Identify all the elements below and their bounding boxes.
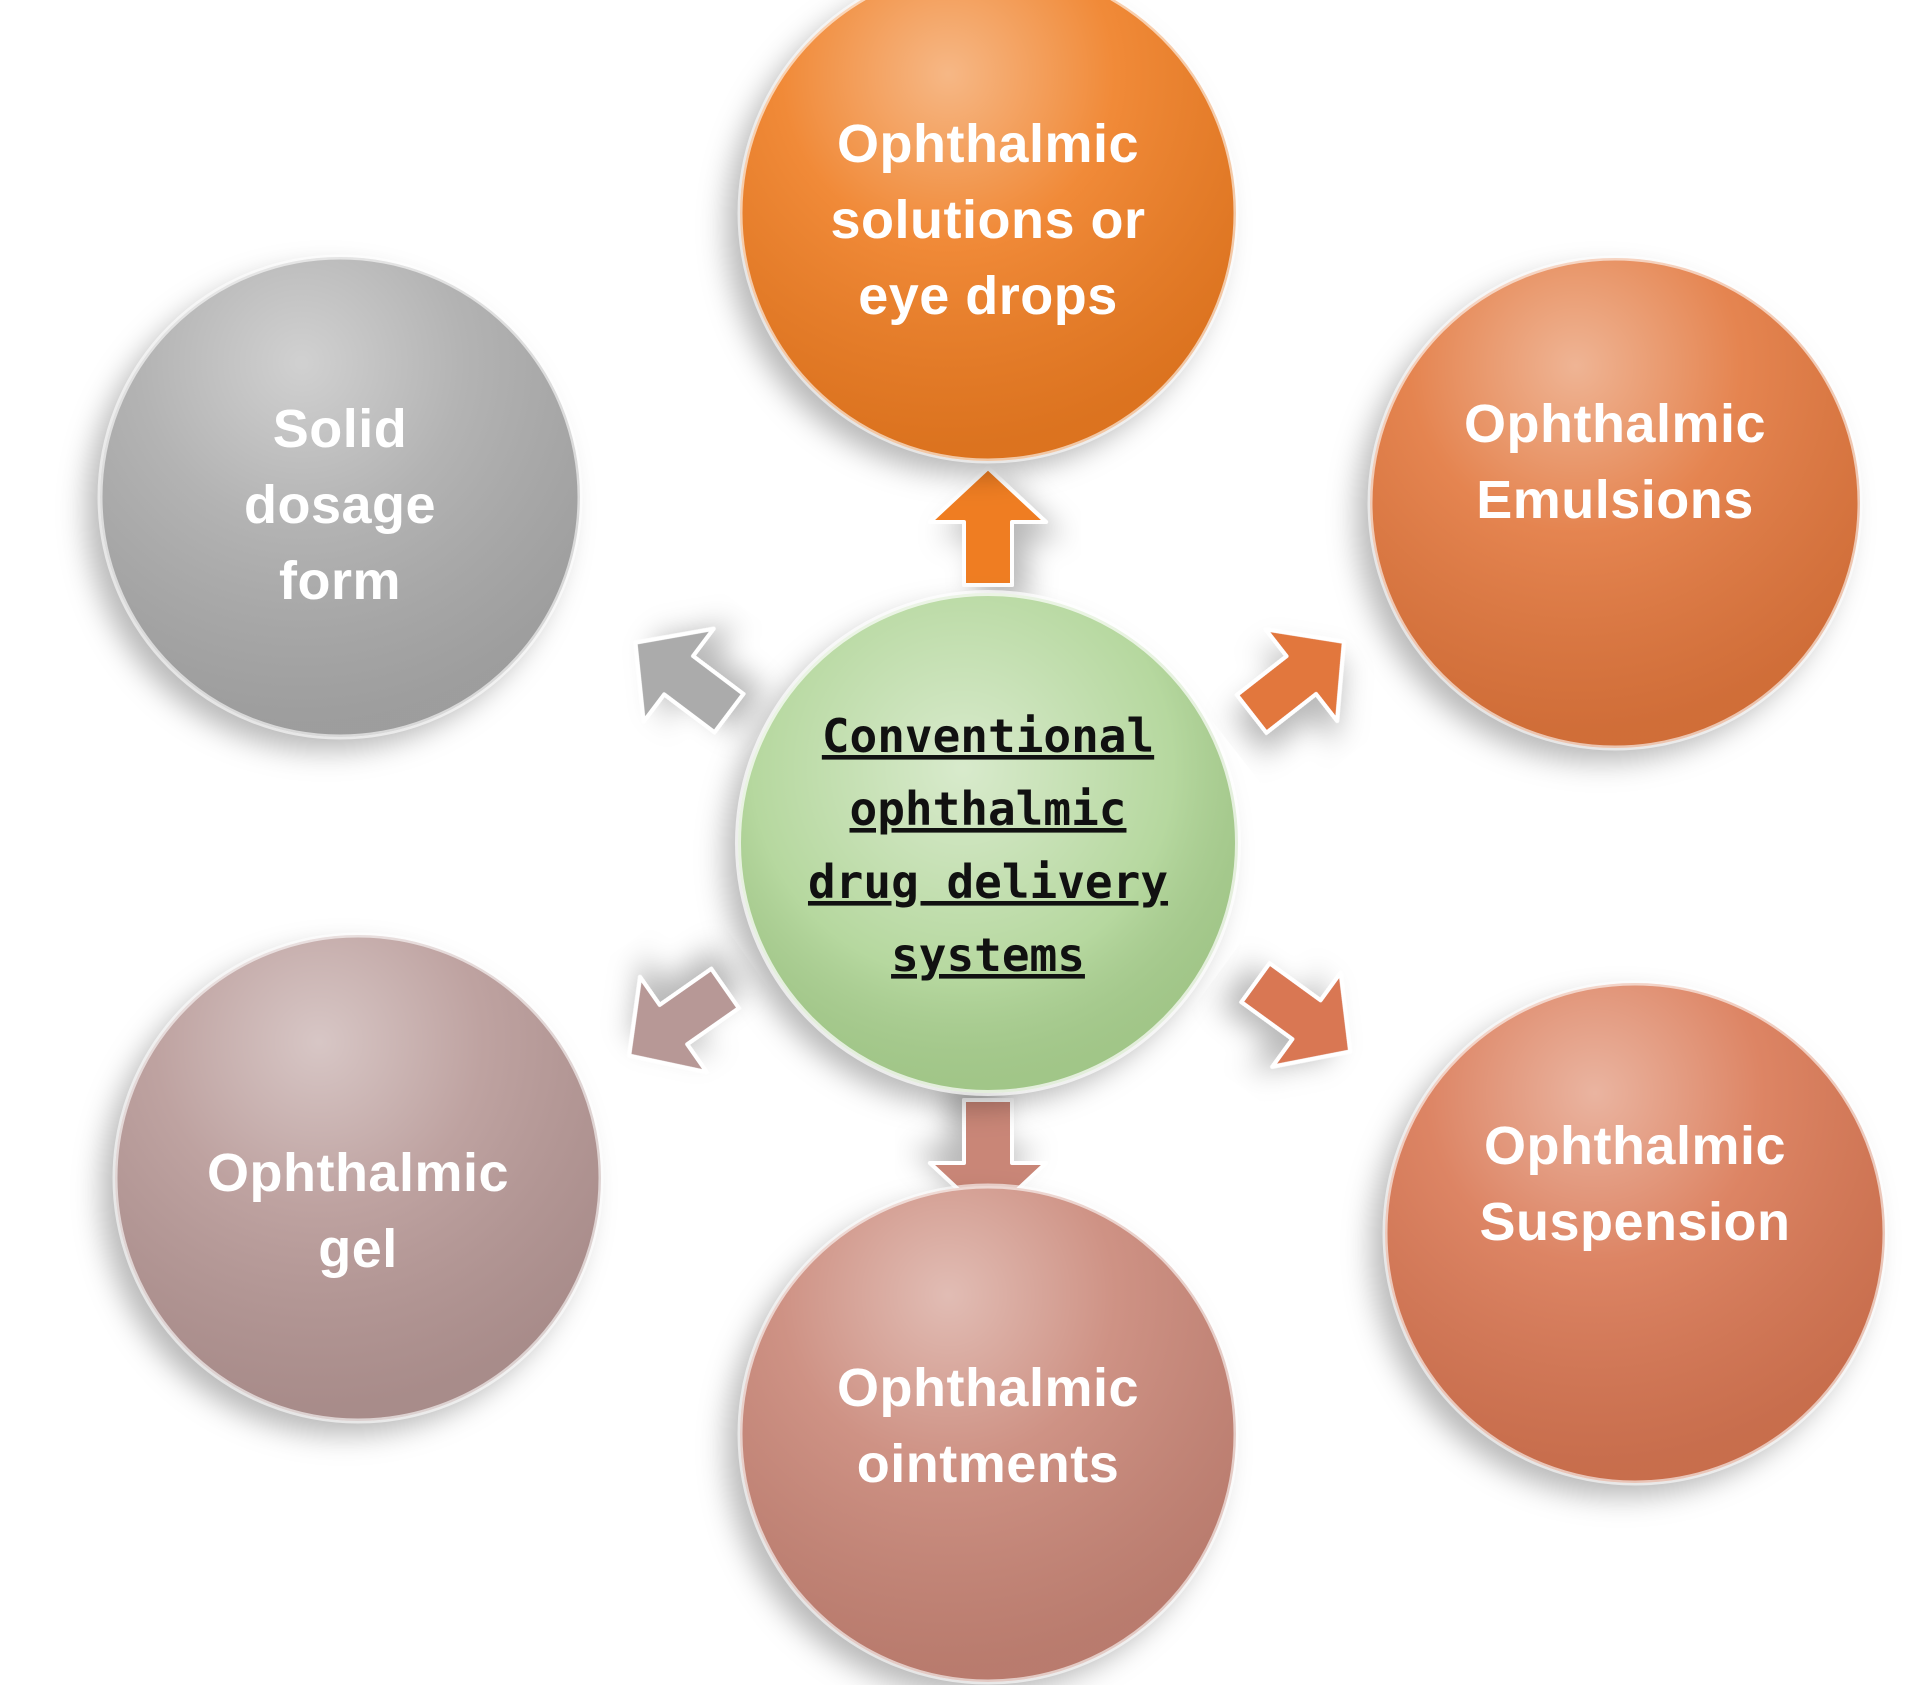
node-emulsions-line-2: Emulsions (1476, 470, 1754, 530)
arrow-to-emulsions (1234, 627, 1346, 735)
node-solutions-line-3: eye drops (858, 266, 1118, 326)
center-label-line-3: drug delivery (808, 855, 1168, 909)
node-solid-line-2: dosage (244, 475, 436, 535)
node-emulsions-gloss (1367, 255, 1863, 751)
node-solid-gloss (97, 254, 583, 740)
center-label-line-2: ophthalmic (850, 782, 1127, 836)
arrow-to-solutions (928, 466, 1048, 587)
arrow-to-gel (627, 966, 741, 1075)
node-solutions-line-2: solutions or (831, 190, 1146, 250)
node-suspension-line-2: Suspension (1479, 1192, 1790, 1252)
center-gloss (735, 590, 1241, 1096)
arrow-to-solid-shape (633, 626, 746, 735)
arrow-to-gel-shape (627, 966, 741, 1075)
center-label-line-4: systems (891, 928, 1085, 982)
node-suspension: Ophthalmic Suspension (1382, 980, 1888, 1486)
node-solid-line-3: form (279, 551, 401, 611)
node-emulsions: Ophthalmic Emulsions (1367, 255, 1863, 751)
node-gel: Ophthalmic gel (112, 932, 604, 1424)
node-ointments: Ophthalmic ointments (737, 1183, 1239, 1685)
center-label-line-1: Conventional (822, 709, 1154, 763)
node-ointments-gloss (737, 1183, 1239, 1685)
node-gel-gloss (112, 932, 604, 1424)
node-solutions-line-1: Ophthalmic (837, 114, 1139, 174)
node-suspension-line-1: Ophthalmic (1484, 1116, 1786, 1176)
node-solutions-gloss (737, 0, 1239, 464)
node-ointments-line-1: Ophthalmic (837, 1358, 1139, 1418)
node-ointments-line-2: ointments (857, 1434, 1120, 1494)
node-solid-line-1: Solid (273, 399, 408, 459)
node-solutions: Ophthalmic solutions or eye drops (737, 0, 1239, 464)
arrow-to-emulsions-shape (1234, 627, 1346, 735)
node-solid: Solid dosage form (97, 254, 583, 740)
center-node: Conventional ophthalmic drug delivery sy… (735, 590, 1241, 1096)
node-gel-line-2: gel (318, 1219, 398, 1279)
node-emulsions-line-1: Ophthalmic (1464, 394, 1766, 454)
node-suspension-gloss (1382, 980, 1888, 1486)
arrow-to-solid (633, 626, 746, 735)
arrow-to-suspension-shape (1239, 961, 1353, 1069)
arrow-to-solutions-shape (928, 466, 1048, 587)
arrow-to-suspension (1239, 961, 1353, 1069)
node-gel-line-1: Ophthalmic (207, 1143, 509, 1203)
